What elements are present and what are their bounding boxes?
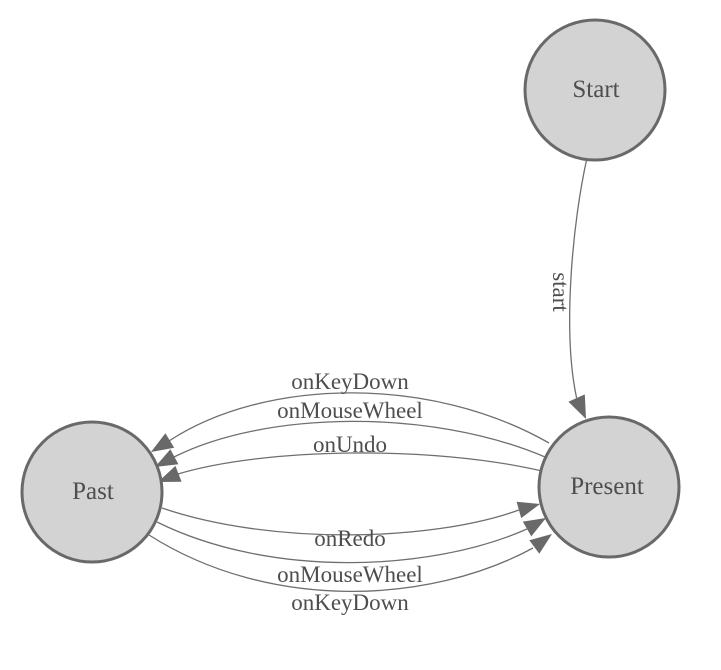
edge-past-to-present-onredo: onRedo: [161, 501, 540, 551]
node-past-label: Past: [72, 478, 114, 505]
edge-present-to-past-onundo: onUndo: [158, 432, 543, 482]
edge-past-to-present-onkeydown: onKeyDown: [148, 534, 552, 615]
edge-past-to-present-onkeydown-path: [148, 534, 534, 593]
edge-start-to-present: start: [548, 157, 588, 419]
node-start-circle[interactable]: [523, 18, 667, 162]
edge-label-onmousewheel-top: onMouseWheel: [277, 398, 423, 423]
arrowhead-onundo-icon: [158, 465, 182, 482]
arrowhead-onmousewheel-top-icon: [155, 449, 179, 467]
node-present-label: Present: [570, 473, 644, 500]
edge-past-to-present-onmousewheel: onMouseWheel: [156, 518, 546, 587]
edge-label-onundo: onUndo: [313, 432, 387, 457]
node-start[interactable]: Start: [523, 18, 667, 162]
node-present[interactable]: Present: [537, 415, 681, 559]
edge-label-onmousewheel-bottom: onMouseWheel: [277, 562, 423, 587]
edge-label-start: start: [548, 272, 573, 312]
edge-past-to-present-onmousewheel-path: [156, 521, 528, 564]
arrowhead-onmousewheel-bottom-icon: [522, 518, 546, 537]
node-past[interactable]: Past: [20, 420, 164, 564]
arrowhead-onredo-icon: [516, 501, 540, 519]
edge-start-to-present-path: [569, 157, 588, 399]
edge-label-onkeydown-top: onKeyDown: [291, 369, 409, 394]
node-start-label: Start: [572, 76, 619, 103]
arrowhead-start-to-present-icon: [568, 394, 586, 419]
edge-label-onkeydown-bottom: onKeyDown: [291, 590, 409, 615]
edge-present-to-past-onkeydown: onKeyDown: [151, 369, 550, 452]
arrowhead-onkeydown-bottom-icon: [529, 534, 552, 554]
arrowhead-onkeydown-top-icon: [151, 433, 175, 452]
edge-label-onredo: onRedo: [314, 526, 386, 551]
edge-past-to-present-onredo-path: [161, 507, 520, 536]
node-past-circle[interactable]: [20, 420, 164, 564]
edge-present-to-past-onmousewheel-path: [173, 420, 546, 458]
node-present-circle[interactable]: [537, 415, 681, 559]
edge-present-to-past-onkeydown-path: [168, 392, 550, 444]
edge-present-to-past-onmousewheel: onMouseWheel: [155, 398, 546, 467]
edge-present-to-past-onundo-path: [177, 452, 543, 475]
